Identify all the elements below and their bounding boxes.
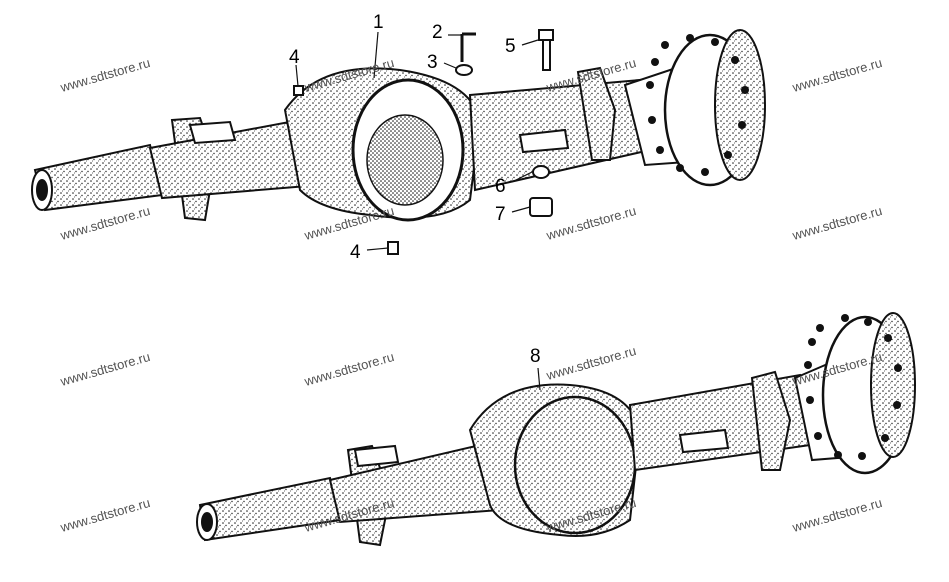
bolt-part <box>538 29 554 71</box>
lower-right-bracket <box>750 370 792 471</box>
lower-hub-bolts <box>804 314 902 460</box>
nut-part <box>529 165 553 217</box>
upper-left-shaft <box>33 143 164 212</box>
callout-7: 7 <box>495 204 506 225</box>
watermark-16: www.sdtstore.ru <box>790 495 884 535</box>
upper-spring-seat-left <box>188 120 237 145</box>
watermark-4: www.sdtstore.ru <box>790 55 884 95</box>
callout-2: 2 <box>432 22 443 43</box>
upper-leader-lines <box>295 31 539 251</box>
callout-4-top: 4 <box>289 47 300 68</box>
watermark-11: www.sdtstore.ru <box>544 343 638 383</box>
watermark-5: www.sdtstore.ru <box>58 203 152 243</box>
callout-labels: 1 2 3 4 5 6 7 4 8 <box>289 12 541 367</box>
breather-fitting <box>460 32 476 62</box>
watermark-7: www.sdtstore.ru <box>544 203 638 243</box>
watermark-9: www.sdtstore.ru <box>58 349 152 389</box>
upper-axle-housing <box>31 29 766 222</box>
watermark-10: www.sdtstore.ru <box>302 349 396 389</box>
lower-leader-lines <box>537 367 541 391</box>
lower-spring-seat-right <box>678 428 730 454</box>
watermark-1: www.sdtstore.ru <box>58 55 152 95</box>
washer-part <box>455 64 473 76</box>
upper-right-bracket <box>576 66 617 161</box>
upper-hub-bolts <box>646 34 749 176</box>
watermark-8: www.sdtstore.ru <box>790 203 884 243</box>
callout-3: 3 <box>427 52 438 73</box>
callout-8: 8 <box>530 346 541 367</box>
watermark-13: www.sdtstore.ru <box>58 495 152 535</box>
callout-6: 6 <box>495 176 506 197</box>
lower-spring-seat-left <box>353 444 400 468</box>
callout-5: 5 <box>505 36 516 57</box>
upper-spring-seat-right <box>518 128 570 154</box>
lower-axle-housing <box>196 312 916 547</box>
callout-4-bottom: 4 <box>350 242 361 263</box>
callout-1: 1 <box>373 12 384 33</box>
